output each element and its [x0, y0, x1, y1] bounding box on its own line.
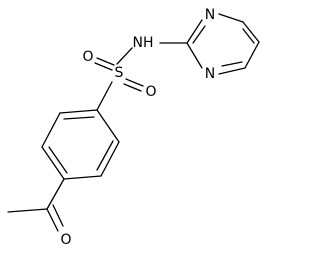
sulfonamide-structure-diagram: N N NH S O O O	[7, 7, 260, 248]
bond-c3a-c4a	[41, 146, 65, 180]
bond-n2-c2	[186, 42, 203, 69]
bond-c4a-carbonyl	[46, 178, 65, 210]
bond-s-o-lower-b	[123, 83, 142, 92]
benzene-ring	[41, 109, 120, 180]
acetyl-group	[7, 178, 65, 232]
bond-c5-c6	[244, 41, 260, 69]
bond-c5a-c6a-inner	[96, 140, 114, 171]
bond-c1-c2a-inner	[63, 116, 95, 120]
atom-label-o-lower: O	[145, 84, 156, 100]
bond-c1-c2a	[59, 109, 98, 114]
atom-label-n2: N	[205, 66, 215, 82]
bond-c4-c5-inner	[242, 28, 255, 44]
bond-s-o-upper-b	[94, 62, 113, 71]
bond-c6-n2-inner	[221, 61, 243, 67]
atom-label-n1: N	[205, 7, 215, 23]
bond-carbonyl-methyl	[7, 208, 48, 213]
bond-c5a-c6a	[100, 141, 120, 177]
bond-s-o-lower-a	[125, 78, 144, 87]
bond-carbonyl-o-a	[46, 208, 59, 232]
bond-c2-n1-inner	[192, 25, 206, 44]
atom-label-o-upper: O	[82, 49, 93, 65]
atom-label-o-carbonyl: O	[60, 232, 71, 248]
sulfonamide-linkage	[94, 42, 188, 111]
atom-label-nh: NH	[133, 35, 154, 51]
bond-nh-s	[116, 47, 133, 65]
bond-c6a-c1	[96, 109, 120, 143]
bond-c4-c5	[242, 21, 260, 43]
pyrimidine-ring	[186, 13, 260, 75]
bond-carbonyl-o-b	[52, 204, 64, 227]
bond-c2a-c3a	[41, 112, 61, 148]
bond-s-c1	[96, 81, 113, 111]
bond-c3a-c4a-inner	[48, 146, 68, 174]
bond-c2-n1	[186, 19, 203, 44]
bond-s-o-upper-a	[96, 57, 115, 66]
atom-label-s: S	[115, 65, 124, 81]
bond-c4a-c5a	[63, 175, 102, 180]
bond-c6-n2	[218, 67, 246, 75]
bond-n1-c4	[218, 13, 244, 23]
